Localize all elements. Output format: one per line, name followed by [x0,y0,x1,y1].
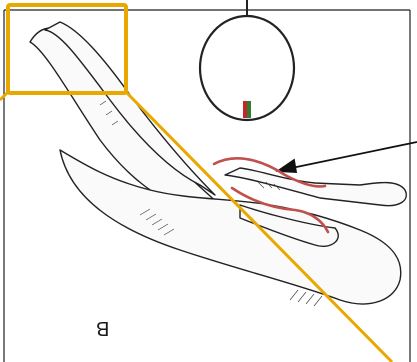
gauge-marker-green [247,101,251,118]
arrow-icon [278,142,417,172]
panel-label: B [96,318,109,338]
gauge-circle-icon [200,0,294,120]
gauge-marker-red [243,101,247,118]
